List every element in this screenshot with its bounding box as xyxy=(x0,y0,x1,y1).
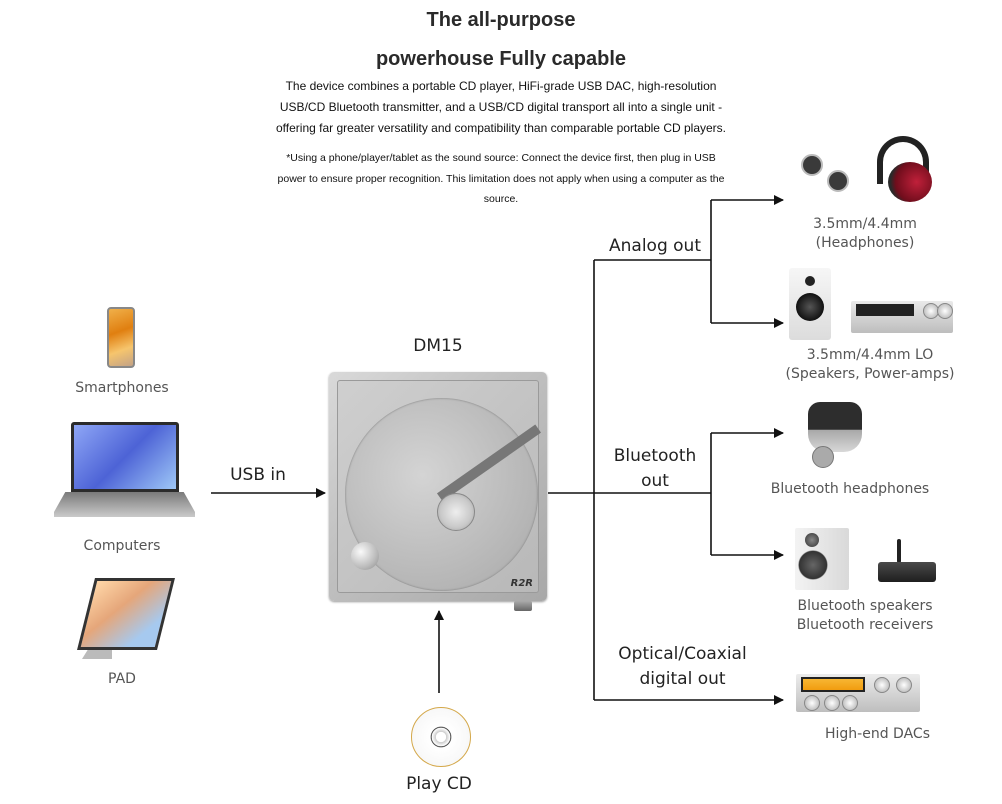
dm15-device: R2R xyxy=(329,372,547,601)
line-out-target-label: 3.5mm/4.4mm LO (Speakers, Power-amps) xyxy=(770,346,970,384)
digital-out-line2: digital out xyxy=(639,669,726,689)
source-label-computers: Computers xyxy=(83,538,161,554)
in-ear-monitor-icon xyxy=(793,140,853,200)
source-label-pad: PAD xyxy=(108,671,136,687)
receiver-antenna xyxy=(897,539,901,563)
laptop-icon xyxy=(71,422,179,492)
laptop-base xyxy=(54,492,195,517)
note: *Using a phone/player/tablet as the soun… xyxy=(255,148,747,210)
bt-speakers-label-line2: Bluetooth receivers xyxy=(796,617,934,633)
usb-in-label: USB in xyxy=(230,465,286,485)
analog-out-label: Analog out xyxy=(609,236,701,256)
dac-target-label: High-end DACs xyxy=(825,726,930,742)
bt-speakers-label-line1: Bluetooth speakers xyxy=(797,598,933,614)
power-amp-icon xyxy=(851,301,953,333)
headphones-label-line1: 3.5mm/4.4mm xyxy=(813,216,917,232)
dac-icon xyxy=(796,674,920,712)
title-line-2: powerhouse Fully capable xyxy=(375,48,627,70)
bluetooth-earbuds-icon xyxy=(808,402,862,470)
bluetooth-speaker-icon xyxy=(795,528,849,590)
smartphone-icon xyxy=(107,307,135,368)
line-out-label-line1: 3.5mm/4.4mm LO xyxy=(806,347,934,363)
bt-headphones-label: Bluetooth headphones xyxy=(770,481,930,497)
bluetooth-out-line2: out xyxy=(641,471,669,491)
headphone-jack xyxy=(514,601,532,611)
digital-out-line1: Optical/Coaxial xyxy=(618,644,747,664)
headphones-icon xyxy=(874,136,934,202)
digital-out-label: Optical/Coaxial digital out xyxy=(600,642,765,692)
bluetooth-out-line1: Bluetooth xyxy=(613,446,697,466)
lid-knob xyxy=(351,542,379,570)
bluetooth-out-label: Bluetooth out xyxy=(600,444,710,494)
headphones-label-line2: (Headphones) xyxy=(815,235,915,251)
note-line: power to ensure proper recognition. This… xyxy=(277,172,725,185)
headphones-target-label: 3.5mm/4.4mm (Headphones) xyxy=(790,215,940,253)
device-logo: R2R xyxy=(510,578,533,589)
powered-speaker-icon xyxy=(789,268,831,340)
disc-hub xyxy=(437,493,475,531)
bt-speakers-target-label: Bluetooth speakers Bluetooth receivers xyxy=(780,597,950,635)
disc-label-stripe xyxy=(436,424,542,502)
description-line: offering far greater versatility and com… xyxy=(276,121,726,135)
play-cd-label: Play CD xyxy=(406,774,472,794)
description-line: USB/CD Bluetooth transmitter, and a USB/… xyxy=(279,100,723,114)
description-line: The device combines a portable CD player… xyxy=(285,79,717,93)
cd-disc-icon xyxy=(411,707,471,767)
source-label-smartphones: Smartphones xyxy=(75,380,169,396)
note-line: source. xyxy=(483,193,519,205)
note-line: *Using a phone/player/tablet as the soun… xyxy=(286,152,716,164)
line-out-label-line2: (Speakers, Power-amps) xyxy=(785,366,955,382)
device-name: DM15 xyxy=(413,336,463,356)
title-line-1: The all-purpose xyxy=(426,9,576,31)
description: The device combines a portable CD player… xyxy=(255,76,747,139)
bluetooth-receiver-icon xyxy=(878,562,936,582)
